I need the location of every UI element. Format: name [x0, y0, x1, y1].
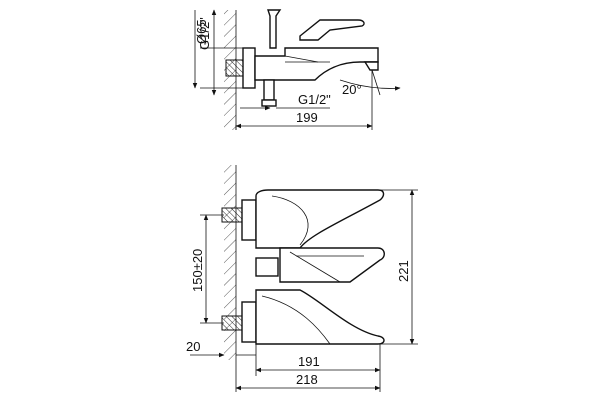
top-view: Ø65 G1/2" G1/2" 20° 199 — [192, 9, 401, 130]
dim-wall-offset: 20 — [186, 339, 200, 354]
escutcheon-top — [242, 47, 256, 89]
angle-arc — [339, 79, 401, 91]
lever-handle-top — [299, 19, 365, 41]
thread-connector-lower — [221, 315, 243, 331]
faucet-upper-block — [255, 189, 385, 249]
dim-center-distance: 150±20 — [190, 249, 205, 292]
spout-front — [279, 247, 385, 283]
escutcheon-lower — [241, 301, 257, 343]
faucet-body-top — [254, 47, 379, 81]
dim-diameter: Ø65 — [194, 19, 209, 44]
thread-connector-top — [225, 59, 245, 77]
dim-thread-left: G1/2" — [197, 17, 212, 50]
dim-thread-bottom: G1/2" — [298, 92, 331, 107]
dim-height: 221 — [396, 260, 411, 282]
valve-stub-top — [263, 79, 275, 101]
dim-angle: 20° — [342, 82, 362, 97]
faucet-lower-block — [255, 289, 385, 345]
escutcheon-upper — [241, 199, 257, 241]
wall-front — [224, 165, 236, 360]
dim-length-top: 199 — [296, 110, 318, 125]
dim-spout-length: 191 — [298, 354, 320, 369]
diverter-top — [267, 9, 282, 49]
thread-connector-upper — [221, 207, 243, 223]
front-view: 150±20 221 20 191 218 — [186, 165, 418, 392]
diverter-knob-front — [255, 257, 279, 277]
dim-total-length: 218 — [296, 372, 318, 387]
